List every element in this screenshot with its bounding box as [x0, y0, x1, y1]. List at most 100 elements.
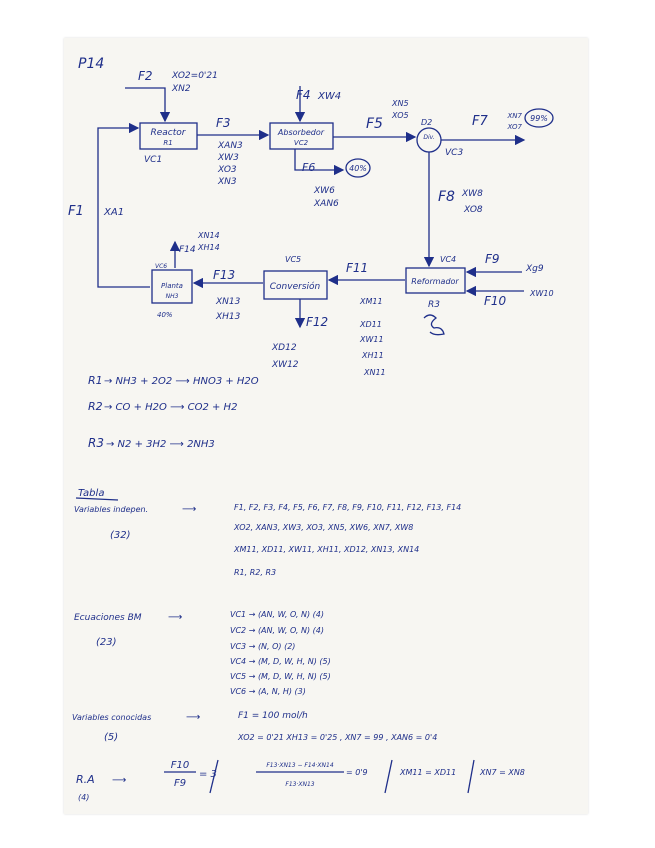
reformer-sub: R3: [428, 300, 440, 310]
reactor-vc: VC1: [144, 155, 162, 165]
indep-count: (32): [110, 530, 131, 541]
indep-arrow: ⟶: [182, 504, 196, 515]
label-xn13: XN13: [215, 297, 241, 307]
label-f10: F10: [484, 294, 507, 308]
label-f14: F14: [179, 245, 196, 255]
reactor-sub: R1: [163, 139, 172, 147]
stream-f1-line: [97, 122, 150, 288]
label-xn7: XN7: [507, 112, 523, 120]
reformer-vc: VC4: [440, 255, 456, 264]
indep-label: Variables indepen.: [74, 505, 148, 514]
absorber-box: [269, 122, 334, 150]
label-xw3: XW3: [217, 153, 239, 163]
label-f9: F9: [485, 252, 500, 266]
ra-eq3: XM11 = XD11: [399, 768, 456, 777]
balance-line-2: VC2 → (AN, W, O, N) (4): [230, 626, 324, 635]
indep-line-3: XM11, XD11, XW11, XH11, XD12, XN13, XN14: [233, 545, 419, 554]
plant-pct: 40%: [157, 311, 173, 319]
ra-slash-1: [209, 759, 219, 794]
balances-label: Ecuaciones BM: [74, 613, 142, 623]
ra-count: (4): [78, 793, 89, 802]
label-xd11: XD11: [359, 320, 382, 329]
label-xw11: XW11: [359, 335, 384, 344]
balance-line-5: VC5 → (M, D, W, H, N) (5): [230, 672, 331, 681]
plant-vc: VC6: [155, 263, 167, 270]
plant-sub: NH3: [166, 293, 179, 300]
plant-box: [151, 269, 193, 304]
reactor-box: [139, 122, 198, 150]
known-line-1: F1 = 100 mol/h: [238, 711, 308, 721]
label-f6: F6: [302, 161, 315, 174]
indep-line-2: XO2, XAN3, XW3, XO3, XN5, XW6, XN7, XW8: [233, 523, 413, 532]
ra-frac1-num: F10: [171, 760, 189, 771]
label-xh14: XH14: [197, 243, 220, 252]
balances-count: (23): [96, 637, 117, 648]
label-pct6: 40%: [349, 164, 367, 173]
label-f5: F5: [366, 116, 383, 132]
label-f4: F4: [296, 88, 311, 102]
label-xw12: XW12: [271, 360, 299, 370]
conversion-vc: VC5: [285, 255, 301, 264]
ra-arrow: ⟶: [112, 775, 126, 786]
reaction-3-label: R3: [88, 436, 104, 450]
splitter-vc: VC3: [445, 148, 463, 158]
label-f2: F2: [138, 69, 153, 83]
ra-frac1-den: F9: [174, 778, 186, 789]
ra-slash-3: [467, 759, 475, 794]
label-xh13: XH13: [215, 312, 241, 322]
conversion-name: Conversión: [270, 281, 321, 292]
label-xo8: XO8: [463, 205, 483, 215]
label-xo7: XO7: [506, 123, 522, 131]
label-xm11: XM11: [359, 297, 383, 306]
reformer-name: Reformador: [411, 277, 459, 286]
ra-label: R.A: [76, 773, 95, 786]
ra-frac2-den: F13·XN13: [285, 781, 314, 788]
reformer-box: [405, 267, 466, 294]
plant-name: Planta: [161, 282, 183, 290]
label-xw6: XW6: [313, 186, 335, 196]
circle-40pct: [345, 158, 371, 178]
label-f11: F11: [346, 261, 368, 275]
balance-line-4: VC4 → (M, D, W, H, N) (5): [230, 657, 331, 666]
label-f12: F12: [306, 315, 328, 329]
known-arrow: ⟶: [186, 712, 200, 723]
label-f8: F8: [438, 189, 455, 205]
known-line-2: XO2 = 0'21 XH13 = 0'25 , XN7 = 99 , XAN6…: [237, 733, 437, 742]
label-pct7: 99%: [530, 114, 548, 123]
label-xg9: Xg9: [525, 264, 544, 274]
notebook-page: [64, 38, 588, 814]
label-f1: F1: [68, 204, 84, 219]
indep-line-1: F1, F2, F3, F4, F5, F6, F7, F8, F9, F10,…: [234, 503, 461, 512]
label-xan6: XAN6: [313, 199, 339, 209]
reaction-2-label: R2: [88, 400, 103, 413]
reaction-2-eq: → CO + H2O ⟶ CO2 + H2: [104, 402, 237, 413]
known-count: (5): [104, 732, 118, 743]
label-xo2: XO2=0'21: [171, 71, 218, 81]
label-xan3: XAN3: [217, 141, 243, 151]
label-f7: F7: [472, 114, 488, 129]
label-xh11: XH11: [361, 351, 384, 360]
label-xo5: XO5: [391, 111, 409, 120]
label-xn11: XN11: [363, 368, 386, 377]
label-xn3: XN3: [217, 177, 237, 187]
label-xa1: XA1: [103, 207, 124, 218]
circle-99pct: [524, 108, 554, 128]
stream-f6-line: [294, 149, 345, 176]
ra-frac2-num: F13·XN13 − F14·XN14: [266, 762, 333, 769]
balances-arrow: ⟶: [168, 612, 182, 623]
stream-f2-line: [125, 87, 171, 123]
label-xo3: XO3: [217, 165, 237, 175]
splitter-name: Div.: [423, 134, 434, 141]
conversion-box: [263, 270, 328, 300]
label-xn5: XN5: [391, 99, 409, 108]
balance-line-6: VC6 → (A, N, H) (3): [230, 687, 306, 696]
reaction-3-eq: → N2 + 3H2 ⟶ 2NH3: [106, 439, 215, 450]
balance-line-3: VC3 → (N, O) (2): [230, 642, 295, 651]
absorber-name: Absorbedor: [277, 128, 325, 137]
tabla-heading: Tabla: [78, 488, 104, 499]
scribble: [423, 314, 445, 336]
label-xw4: XW4: [317, 91, 341, 102]
label-xw8: XW8: [461, 189, 483, 199]
ra-eq4: XN7 = XN8: [479, 768, 525, 777]
